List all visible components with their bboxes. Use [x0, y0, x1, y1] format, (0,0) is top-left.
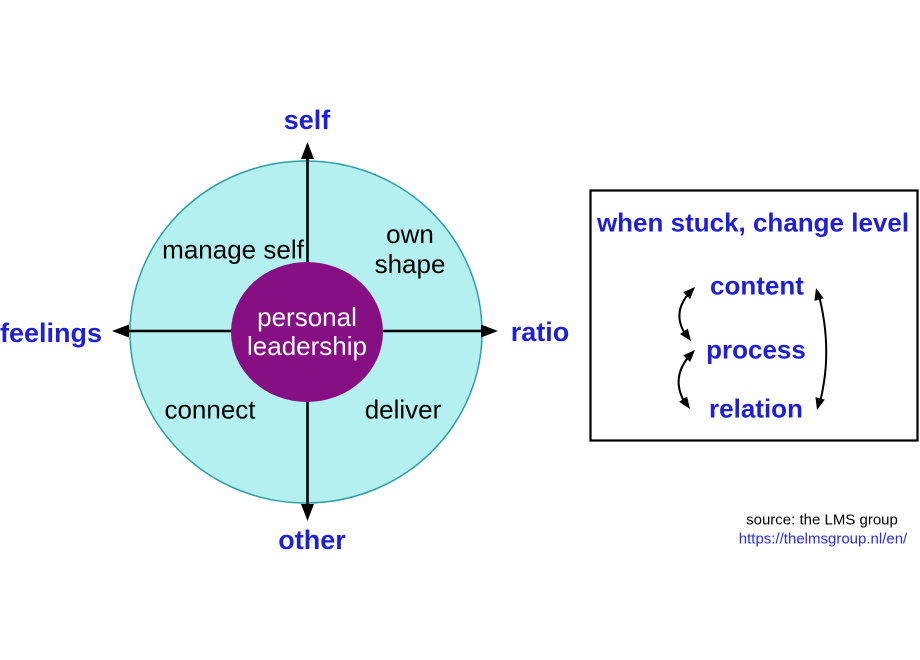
level-label-content: content: [710, 270, 804, 301]
arrow-content-process-icon: [678, 283, 699, 344]
axis-label-ratio: ratio: [510, 316, 570, 347]
quadrant-label-own-shape: own shape: [375, 219, 446, 279]
quadrant-label-deliver: deliver: [364, 394, 442, 425]
source-credit: source: the LMS group: [746, 511, 898, 529]
arrow-down-icon: [301, 504, 314, 521]
quadrant-label-own-shape-line1: own: [386, 219, 434, 249]
panel-title: when stuck, change level: [596, 207, 910, 238]
arrow-content-relation-icon: [811, 286, 828, 412]
arrow-process-relation-icon: [677, 346, 699, 412]
center-label-personal-leadership: personal leadership: [247, 303, 367, 361]
source-url-link[interactable]: https://thelmsgroup.nl/en/: [738, 530, 908, 548]
center-label-line1: personal: [257, 302, 357, 332]
arrow-up-icon: [301, 142, 314, 159]
arrow-left-icon: [112, 324, 129, 338]
level-box: [589, 189, 919, 442]
axis-label-other: other: [278, 524, 346, 555]
center-label-line2: leadership: [247, 331, 367, 361]
quadrant-label-connect: connect: [164, 394, 256, 425]
arrow-right-icon: [481, 324, 498, 338]
inner-circle: [231, 262, 383, 402]
quadrant-label-own-shape-line2: shape: [374, 249, 446, 279]
axis-label-self: self: [283, 104, 331, 135]
axis-label-feelings: feelings: [0, 317, 103, 348]
quadrant-label-manage-self: manage self: [162, 234, 304, 265]
level-label-process: process: [706, 334, 806, 365]
level-label-relation: relation: [709, 393, 803, 424]
